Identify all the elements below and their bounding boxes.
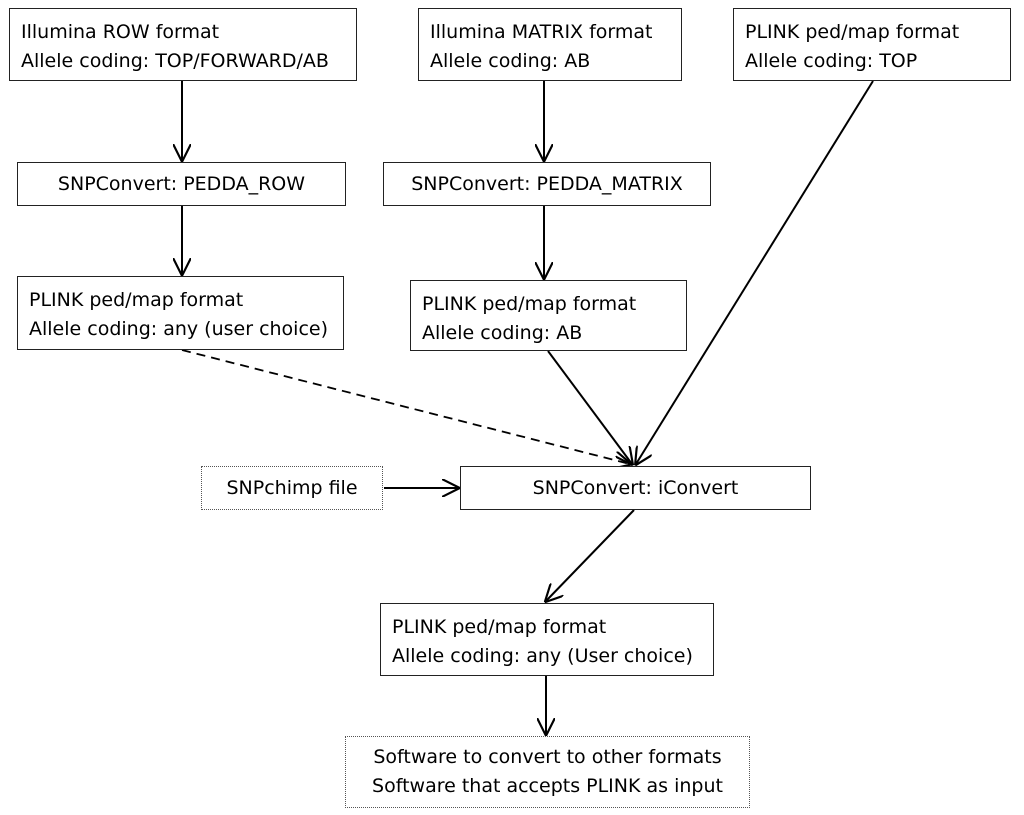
box-line-1: Illumina MATRIX format	[430, 21, 653, 43]
plink-ab-box: PLINK ped/map format Allele coding: AB	[410, 280, 687, 351]
pedda-row-box: SNPConvert: PEDDA_ROW	[17, 162, 346, 206]
box-line-2: Allele coding: any (User choice)	[392, 645, 693, 667]
box-line-2: Allele coding: AB	[422, 322, 583, 344]
illumina-matrix-box: Illumina MATRIX format Allele coding: AB	[418, 8, 682, 81]
arrow-plink-ab-to-iconvert	[547, 350, 632, 464]
box-line-2: Allele coding: TOP/FORWARD/AB	[21, 50, 329, 72]
box-line-2: Allele coding: TOP	[745, 50, 918, 72]
box-line-1: Illumina ROW format	[21, 21, 220, 43]
pedda-matrix-box: SNPConvert: PEDDA_MATRIX	[383, 162, 711, 206]
illumina-row-box: Illumina ROW format Allele coding: TOP/F…	[9, 8, 357, 81]
box-line-1: PLINK ped/map format	[29, 289, 244, 311]
box-label: SNPConvert: iConvert	[532, 476, 739, 499]
box-line-1: Software to convert to other formats	[373, 746, 722, 768]
plink-top-box: PLINK ped/map format Allele coding: TOP	[733, 8, 1011, 81]
plink-any-out-box: PLINK ped/map format Allele coding: any …	[380, 603, 714, 676]
box-label: SNPConvert: PEDDA_ROW	[57, 172, 306, 195]
arrow-plink-top-to-iconvert	[636, 80, 874, 464]
box-line-1: PLINK ped/map format	[392, 616, 607, 638]
arrow-plink-any-to-iconvert-dashed	[181, 349, 630, 464]
box-line-1: PLINK ped/map format	[745, 21, 960, 43]
box-line-1: PLINK ped/map format	[422, 293, 637, 315]
box-line-2: Allele coding: AB	[430, 50, 591, 72]
box-line-2: Allele coding: any (user choice)	[29, 318, 329, 340]
software-box: Software to convert to other formats Sof…	[345, 736, 750, 808]
box-label: SNPchimp file	[226, 476, 358, 499]
arrow-iconvert-to-plink-out	[546, 509, 635, 601]
box-line-2: Software that accepts PLINK as input	[372, 775, 723, 797]
plink-any-left-box: PLINK ped/map format Allele coding: any …	[17, 276, 344, 350]
snpchimp-box: SNPchimp file	[201, 466, 383, 510]
box-label: SNPConvert: PEDDA_MATRIX	[411, 172, 683, 195]
iconvert-box: SNPConvert: iConvert	[460, 466, 811, 510]
